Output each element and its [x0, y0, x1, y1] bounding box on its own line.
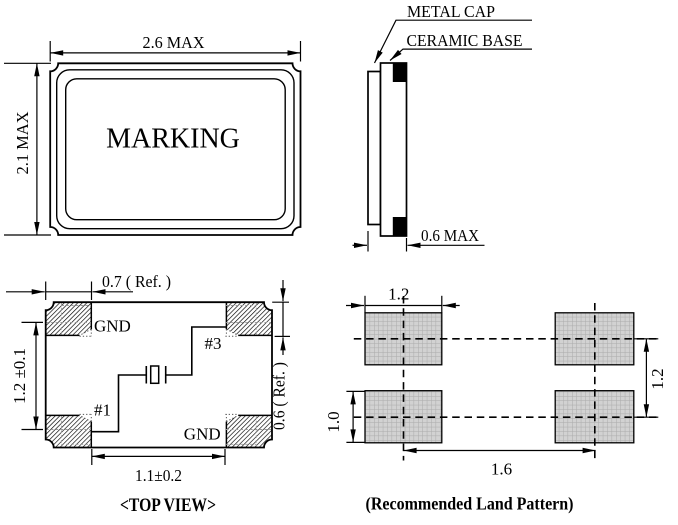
svg-text:<TOP VIEW>: <TOP VIEW> — [120, 495, 216, 516]
svg-text:#3: #3 — [205, 334, 222, 353]
svg-text:1.2 ±0.1: 1.2 ±0.1 — [10, 348, 29, 404]
svg-text:0.6 MAX: 0.6 MAX — [421, 226, 479, 245]
svg-text:GND: GND — [184, 425, 221, 444]
svg-text:0.6 ( Ref. ): 0.6 ( Ref. ) — [270, 362, 289, 430]
svg-text:1.1±0.2: 1.1±0.2 — [135, 466, 182, 485]
svg-text:0.7 ( Ref. ): 0.7 ( Ref. ) — [102, 272, 171, 291]
svg-text:GND: GND — [94, 317, 131, 336]
svg-text:2.6 MAX: 2.6 MAX — [143, 33, 205, 52]
svg-text:1.2: 1.2 — [648, 368, 667, 389]
svg-text:CERAMIC BASE: CERAMIC BASE — [407, 31, 523, 50]
svg-text:(Recommended Land Pattern): (Recommended Land Pattern) — [366, 494, 574, 515]
svg-text:1.6: 1.6 — [491, 459, 512, 478]
svg-text:1.2: 1.2 — [388, 284, 409, 303]
svg-text:1.0: 1.0 — [324, 411, 343, 432]
svg-text:METAL CAP: METAL CAP — [407, 2, 495, 21]
svg-text:#1: #1 — [94, 401, 111, 420]
svg-text:2.1 MAX: 2.1 MAX — [13, 112, 32, 175]
svg-text:MARKING: MARKING — [106, 124, 240, 155]
